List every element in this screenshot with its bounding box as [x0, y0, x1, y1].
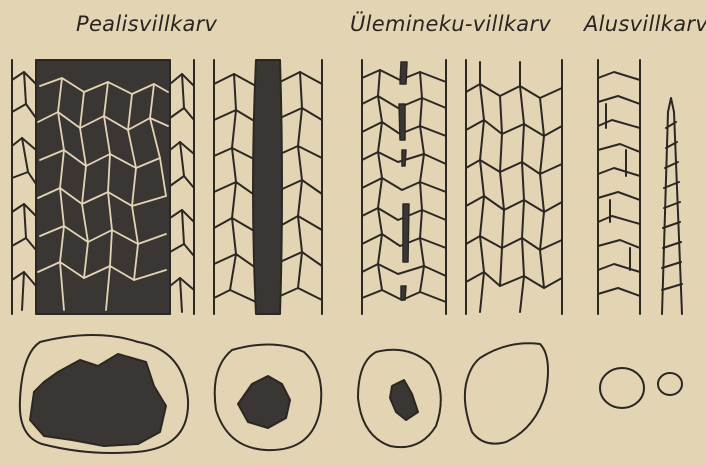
hair-1-longitudinal: [12, 60, 194, 314]
cross-section-4: [465, 343, 548, 443]
cross-section-3: [358, 350, 441, 447]
hair-5-longitudinal: [598, 60, 640, 314]
cross-section-1: [20, 335, 188, 453]
hair-4-longitudinal: [466, 60, 562, 314]
cross-section-6: [658, 373, 682, 395]
cross-section-5: [600, 368, 644, 408]
cross-section-2: [215, 344, 322, 450]
hair-3-longitudinal: [362, 60, 446, 314]
hair-2-longitudinal: [214, 60, 322, 314]
hair-6-longitudinal: [662, 98, 682, 314]
